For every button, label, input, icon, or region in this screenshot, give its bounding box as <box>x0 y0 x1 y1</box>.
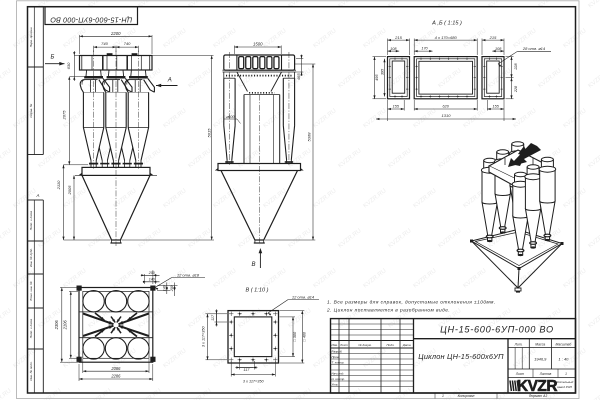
svg-text:Т. контр.: Т. контр. <box>332 361 345 365</box>
svg-text:KVZR: KVZR <box>517 378 558 395</box>
svg-text:5615: 5615 <box>206 128 211 138</box>
svg-text:1: 1 <box>442 394 444 398</box>
svg-text:завод РЭП: завод РЭП <box>556 385 573 389</box>
svg-text:108: 108 <box>390 47 397 51</box>
svg-text:Б: Б <box>51 55 55 61</box>
svg-text:2200: 2200 <box>110 31 121 36</box>
svg-text:12 отв. ⌀18: 12 отв. ⌀18 <box>177 272 200 277</box>
svg-text:ЦН-15-600-6УП-000 ВО: ЦН-15-600-6УП-000 ВО <box>50 16 132 25</box>
svg-text:2286: 2286 <box>110 374 121 379</box>
svg-text:108: 108 <box>495 47 502 51</box>
svg-text:228: 228 <box>514 62 518 70</box>
svg-text:Подп. и дата: Подп. и дата <box>29 211 33 231</box>
svg-text:Дата: Дата <box>402 343 411 347</box>
svg-text:170: 170 <box>421 46 428 50</box>
svg-text:3 x 117=350: 3 x 117=350 <box>202 326 206 348</box>
svg-text:228: 228 <box>514 85 518 93</box>
svg-text:1 : 40: 1 : 40 <box>558 357 569 362</box>
svg-text:117: 117 <box>243 368 250 372</box>
svg-text:Подп. и дата: Подп. и дата <box>29 319 33 339</box>
svg-text:2. Циклон поставляется в разоб: 2. Циклон поставляется в разобранном вид… <box>326 308 450 314</box>
svg-text:215: 215 <box>489 35 497 40</box>
svg-text:1500: 1500 <box>253 42 263 47</box>
svg-text:28 отв. ⌀14: 28 отв. ⌀14 <box>522 46 546 51</box>
svg-text:Копировал: Копировал <box>458 394 475 398</box>
svg-text:Масштаб: Масштаб <box>555 342 571 346</box>
svg-text:200: 200 <box>170 285 174 292</box>
svg-text:Масса: Масса <box>535 342 545 346</box>
svg-text:Листов: Листов <box>539 372 552 376</box>
svg-text:В ( 1:10 ): В ( 1:10 ) <box>245 288 268 294</box>
svg-text:215: 215 <box>394 35 402 40</box>
svg-text:Формат А3: Формат А3 <box>529 394 548 398</box>
svg-text:Н. контр.: Н. контр. <box>332 377 346 381</box>
svg-text:Перв. примен.: Перв. примен. <box>29 27 33 48</box>
svg-text:630: 630 <box>66 62 71 69</box>
svg-text:Утв.: Утв. <box>332 383 339 387</box>
svg-text:395: 395 <box>380 68 384 75</box>
svg-text:2106: 2106 <box>63 320 68 331</box>
svg-text:Инв. № подл.: Инв. № подл. <box>29 361 33 380</box>
svg-text:1. Все размеры для справок, до: 1. Все размеры для справок, допустимые о… <box>327 299 496 305</box>
svg-text:155: 155 <box>393 105 400 109</box>
svg-text:2306: 2306 <box>54 320 59 331</box>
svg-text:□ 400: □ 400 <box>302 331 306 342</box>
svg-text:А ,Б ( 1:15 ): А ,Б ( 1:15 ) <box>431 21 462 27</box>
svg-text:1310: 1310 <box>442 113 452 118</box>
svg-text:665: 665 <box>297 72 301 79</box>
svg-text:117: 117 <box>211 314 215 321</box>
svg-text:⌀600: ⌀600 <box>226 115 236 119</box>
svg-text:4 x 170=680: 4 x 170=680 <box>435 35 458 40</box>
svg-text:620: 620 <box>443 105 450 109</box>
svg-text:2675: 2675 <box>62 110 67 121</box>
svg-text:495: 495 <box>375 74 379 81</box>
svg-text:А: А <box>167 78 172 84</box>
svg-text:В: В <box>251 262 255 268</box>
svg-text:740: 740 <box>124 41 131 46</box>
svg-text:140: 140 <box>149 278 155 282</box>
svg-text:Подп.: Подп. <box>387 343 395 347</box>
svg-text:740: 740 <box>101 41 108 46</box>
svg-text:Пров.: Пров. <box>332 355 340 359</box>
svg-text:□ 300: □ 300 <box>293 331 297 342</box>
svg-text:Изм.: Изм. <box>331 343 338 347</box>
svg-text:Нач.отд.: Нач.отд. <box>332 372 345 376</box>
svg-text:Разраб.: Разраб. <box>332 350 343 354</box>
svg-text:Циклон ЦН-15-600х6УП: Циклон ЦН-15-600х6УП <box>418 352 504 361</box>
svg-text:155: 155 <box>492 105 499 109</box>
svg-text:А: А <box>35 193 39 198</box>
svg-text:12 отв. ⌀14: 12 отв. ⌀14 <box>292 294 315 299</box>
svg-text:3 x 117=350: 3 x 117=350 <box>243 380 265 384</box>
svg-text:2086: 2086 <box>110 366 121 371</box>
svg-text:ЦН-15-600-6УП-000 ВО: ЦН-15-600-6УП-000 ВО <box>440 325 554 335</box>
svg-text:200: 200 <box>148 271 155 275</box>
svg-text:№ докум.: № докум. <box>358 343 371 347</box>
svg-text:Лист: Лист <box>515 372 525 376</box>
svg-text:1946,9: 1946,9 <box>534 357 547 362</box>
svg-text:Лист: Лист <box>339 343 348 347</box>
svg-text:140: 140 <box>162 285 166 291</box>
svg-text:Инв. № дубл.: Инв. № дубл. <box>29 248 33 267</box>
svg-text:2005: 2005 <box>67 185 72 196</box>
svg-text:2110: 2110 <box>56 180 61 190</box>
svg-text:Лит.: Лит. <box>514 342 523 346</box>
svg-text:1: 1 <box>565 372 567 376</box>
svg-text:Котельный: Котельный <box>557 380 574 384</box>
svg-text:Взам. инв. №: Взам. инв. № <box>29 281 33 301</box>
svg-text:KVZR.RU: KVZR.RU <box>587 0 600 10</box>
svg-text:5368: 5368 <box>306 132 311 142</box>
svg-text:Справ. №: Справ. № <box>29 103 33 118</box>
